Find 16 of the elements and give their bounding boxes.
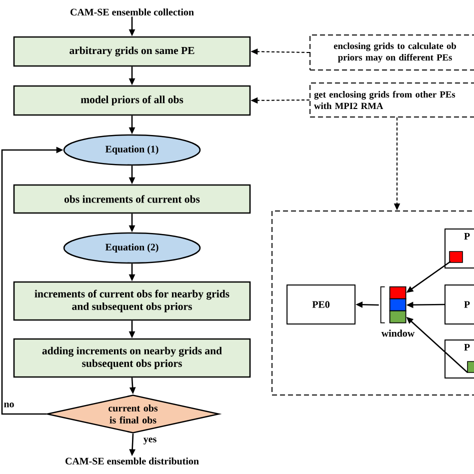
- edge-label: no: [4, 402, 14, 408]
- flow-text: CAM-SE ensemble distribution: [66, 457, 199, 465]
- process-box: increments of current obs for nearby grids and subsequent obs priors: [13, 281, 251, 321]
- flow-text: CAM-SE ensemble collection: [70, 8, 194, 16]
- note-box: get enclosing grids from other PEs with MPI2 RMA: [310, 82, 474, 118]
- caption-text: window: [381, 330, 415, 337]
- pe-box: PE0: [286, 284, 356, 324]
- process-box: model priors of all obs: [13, 85, 251, 116]
- process-box: adding increments on nearby grids and subsequent obs priors: [13, 338, 251, 378]
- process-box: obs increments of current obs: [13, 184, 251, 214]
- pe-box: P: [444, 284, 474, 324]
- pe-box: P: [444, 228, 474, 268]
- process-box: arbitrary grids on same PE: [13, 36, 251, 67]
- pe-box: P: [444, 340, 474, 378]
- note-box: enclosing grids to calculate ob priors may on different PEs: [310, 34, 474, 70]
- edge-label: yes: [143, 438, 156, 444]
